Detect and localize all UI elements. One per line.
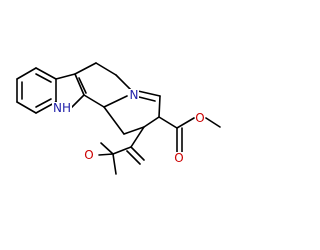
benzene-ring xyxy=(16,67,57,114)
aldehyde-oxygen-label: O xyxy=(84,148,93,162)
side-chain xyxy=(98,126,145,175)
ether-oxygen-label: O xyxy=(195,111,204,125)
molecule-structure: N NH O O O xyxy=(16,62,221,175)
atom-labels: N NH O O O xyxy=(52,88,205,165)
ester-group xyxy=(158,116,221,153)
d-ring xyxy=(103,90,161,135)
carbonyl-oxygen-label: O xyxy=(174,151,183,165)
indole-nh-label: NH xyxy=(53,101,71,115)
c-ring xyxy=(74,62,132,108)
amine-nitrogen-label: N xyxy=(130,88,139,102)
